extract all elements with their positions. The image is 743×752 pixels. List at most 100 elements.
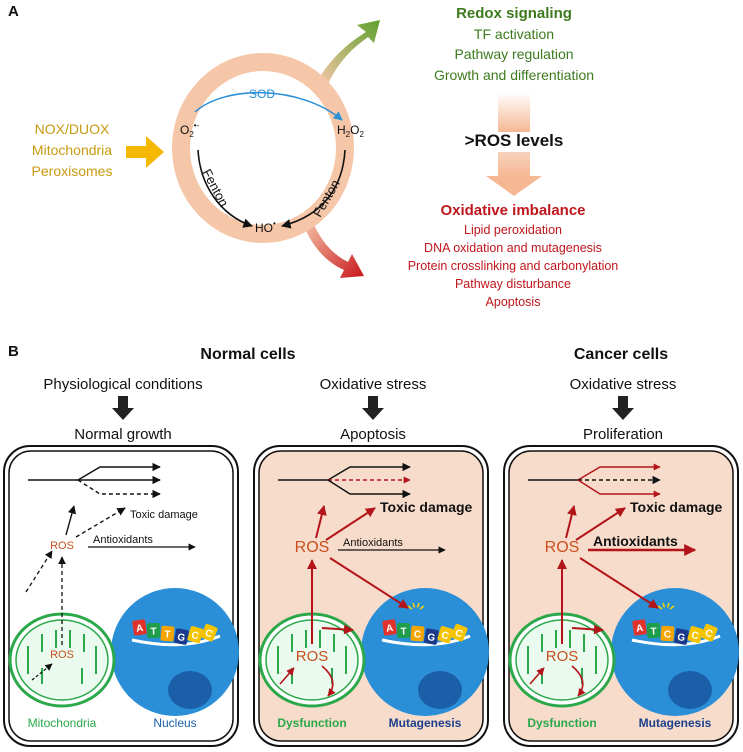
fenton-right-arrow [281,149,346,229]
condition-arrow [362,396,384,420]
ros-signaling-arrow [315,505,327,539]
outcome-label: Normal growth [74,426,172,443]
imbalance-arrow [304,220,364,278]
svg-text:T: T [164,629,171,640]
mito-ros-label: ROS [50,649,74,661]
outcome-label: Apoptosis [340,426,406,443]
dna-base: T [160,625,175,642]
normal-cells-header: Normal cells [200,346,295,363]
mito-label: Dysfunction [277,716,346,730]
toxic-damage-label: Toxic damage [380,499,473,515]
nucleus-label: Nucleus [153,716,196,730]
condition-label: Physiological conditions [43,376,202,393]
superoxide-label: O2•- [180,121,200,139]
svg-text:C: C [663,629,671,640]
svg-text:T: T [150,626,156,637]
condition-label: Oxidative stress [320,376,427,393]
svg-text:C: C [413,629,421,640]
mito-label: Mitochondria [28,716,97,730]
mito-internal-arrow [529,667,545,685]
svg-text:G: G [676,632,686,644]
dna-base: C [451,623,468,642]
dna-base: G [674,628,689,645]
dna-base: C [187,626,204,644]
signaling-pathways [528,463,661,498]
dna-base: C [701,623,718,642]
ros-sources: NOX/DUOX Mitochondria Peroxisomes [32,121,113,179]
redox-item: Growth and differentiation [434,67,594,83]
redox-arrow [318,20,380,84]
nucleus-label: Mutagenesis [389,716,462,730]
svg-text:C: C [203,628,214,641]
source-nox-duox: NOX/DUOX [35,121,110,137]
ros-level-arrow-shaft-bottom [498,152,530,176]
imbalance-item: DNA oxidation and mutagenesis [424,241,602,255]
mito-ros-label: ROS [296,648,329,665]
redox-signaling: Redox signaling TF activation Pathway re… [434,5,594,83]
ros-label: ROS [295,539,330,556]
imbalance-item: Apoptosis [486,295,541,309]
svg-text:C: C [703,628,714,641]
cycle-ring [172,53,354,243]
fenton-left-arrow [197,149,253,228]
mito-label: Dysfunction [527,716,596,730]
toxic-damage-label: Toxic damage [630,499,723,515]
cell-outer-membrane [253,445,489,747]
mito-to-nucleus-arrow [571,624,604,635]
outcome-label: Proliferation [583,426,663,443]
ros-signaling-arrow [65,505,77,536]
ros-signaling-arrow [565,505,577,539]
nucleolus [668,671,712,709]
nucleolus [168,671,212,709]
toxic-damage-arrow [75,507,126,538]
source-peroxisomes: Peroxisomes [32,163,113,179]
dna-base: T [646,622,661,639]
signaling-pathways [278,462,411,499]
dna-base: A [632,619,647,636]
svg-text:A: A [635,623,644,635]
panel-b-letter: B [8,343,19,360]
dna-base: C [201,623,218,642]
antioxidants-label: Antioxidants [593,533,678,549]
svg-text:T: T [400,626,406,637]
toxic-damage-label: Toxic damage [130,509,198,521]
sod-label: SOD [249,87,275,101]
cancer-cells-header: Cancer cells [574,346,668,363]
mito-internal-arrow [31,663,53,681]
ros-label: ROS [50,540,74,552]
svg-text:T: T [650,626,656,637]
sources-arrow [126,136,164,168]
oxidative-imbalance: Oxidative imbalance Lipid peroxidation D… [408,202,619,309]
dna-base: A [132,619,147,636]
dna-base: C [687,626,704,644]
dna-base: G [424,628,439,645]
toxic-damage-arrow [575,507,626,541]
dna-base: C [660,625,675,642]
redox-item: TF activation [474,26,554,42]
svg-text:A: A [385,623,394,635]
mito-internal-arrow [279,667,295,685]
cristae [27,630,97,684]
condition-label: Oxidative stress [570,376,677,393]
dna-base: A [382,619,397,636]
antioxidants-label: Antioxidants [343,537,403,549]
cell-outer-membrane [503,445,739,747]
nucleus-label: Mutagenesis [639,716,712,730]
ros-level-arrow-shaft-top [498,92,530,132]
condition-arrow [612,396,634,420]
imbalance-item: Protein crosslinking and carbonylation [408,259,619,273]
mito-feedback-arrow [571,665,586,697]
source-mitochondria: Mitochondria [32,142,112,158]
svg-text:C: C [440,630,450,643]
svg-text:C: C [190,630,200,643]
cell-outer-membrane [3,445,239,747]
mito-feedback-arrow [321,665,336,697]
svg-text:G: G [426,632,436,644]
ros-to-dna-arrow [329,557,409,609]
